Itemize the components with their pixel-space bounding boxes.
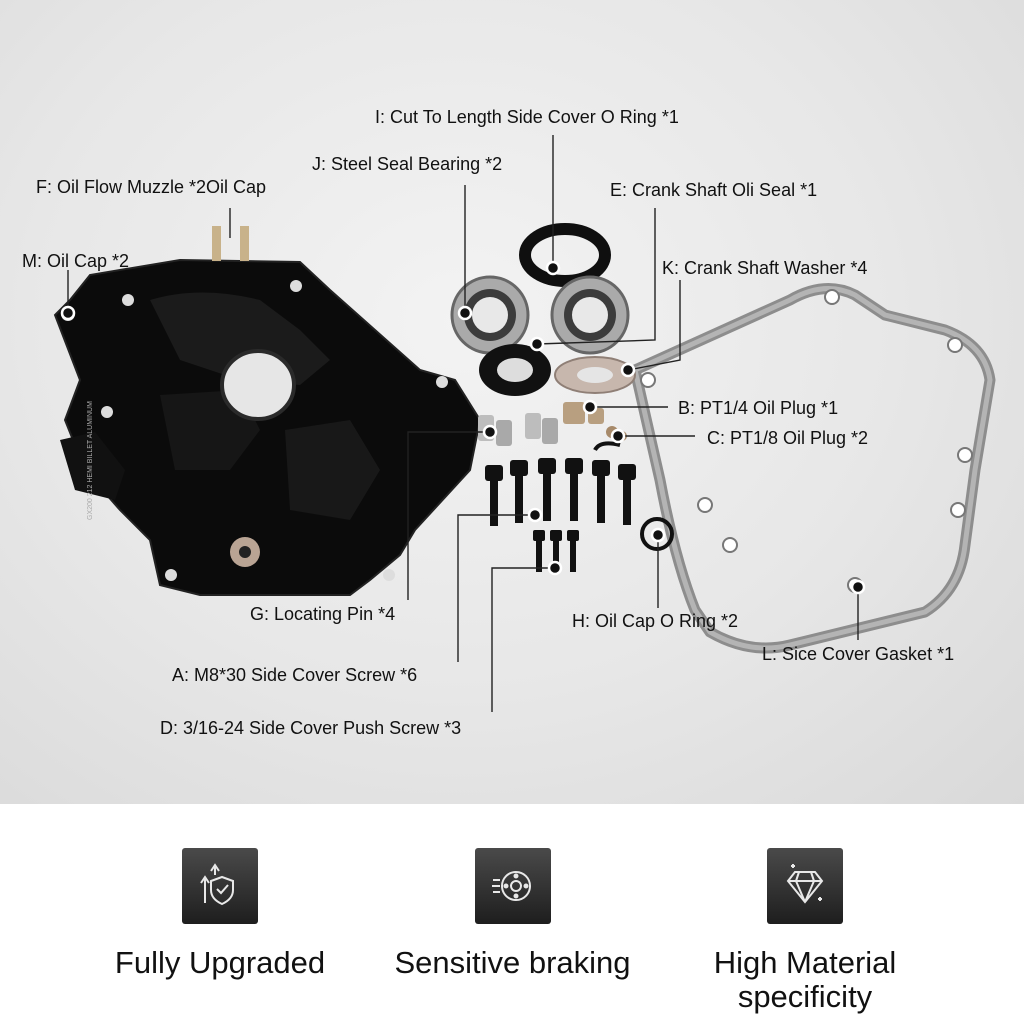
- feature-high-material: High Material specificity: [690, 848, 920, 1014]
- diamond-icon: [767, 848, 843, 924]
- label-e-oil-seal: E: Crank Shaft Oli Seal *1: [610, 180, 818, 200]
- brake-disc-icon: [474, 848, 551, 924]
- side-cover-gasket: [629, 283, 996, 654]
- label-k-washer: K: Crank Shaft Washer *4: [662, 258, 868, 278]
- feature-sensitive-braking: Sensitive braking: [380, 848, 645, 980]
- label-j-bearing: J: Steel Seal Bearing *2: [312, 154, 503, 174]
- feature-label-high-material: High Material specificity: [713, 945, 897, 1014]
- label-m-oil-cap: M: Oil Cap *2: [22, 251, 130, 271]
- engraving-line1: GX200 212 HEMI BILLET ALUMINUM: [87, 401, 94, 520]
- label-h-o-ring: H: Oil Cap O Ring *2: [572, 611, 739, 631]
- side-cover-screws: [485, 458, 636, 526]
- callout-dots: [60, 260, 866, 595]
- side-cover-plate: GX200 212 HEMI BILLET ALUMINUM: [53, 226, 482, 596]
- feature-fully-upgraded: Fully Upgraded: [100, 848, 340, 980]
- parts-diagram-panel: GX200 212 HEMI BILLET ALUMINUM: [0, 0, 1024, 804]
- label-l-gasket: L: Sice Cover Gasket *1: [762, 644, 955, 664]
- leader-lines: [67, 135, 859, 712]
- label-f-oil-flow-muzzle: F: Oil Flow Muzzle *2Oil Cap: [36, 177, 267, 197]
- label-a-side-cover-screw: A: M8*30 Side Cover Screw *6: [172, 665, 418, 685]
- feature-label-sensitive-braking: Sensitive braking: [394, 945, 631, 980]
- upgrade-shield-icon: [182, 848, 258, 924]
- feature-strip: Fully Upgraded Sensitive braking: [0, 804, 1024, 1024]
- label-i-o-ring: I: Cut To Length Side Cover O Ring *1: [375, 107, 679, 127]
- crank-shaft-washers: [554, 356, 636, 394]
- parts-illustration: GX200 212 HEMI BILLET ALUMINUM: [53, 135, 996, 712]
- label-b-oil-plug: B: PT1/4 Oil Plug *1: [678, 398, 839, 418]
- push-screws: [533, 530, 579, 572]
- crank-shaft-oil-seal: [479, 344, 551, 396]
- label-d-push-screw: D: 3/16-24 Side Cover Push Screw *3: [160, 718, 462, 738]
- feature-label-fully-upgraded: Fully Upgraded: [114, 945, 326, 980]
- label-c-oil-plug: C: PT1/8 Oil Plug *2: [707, 428, 869, 448]
- oil-cap-o-ring: [593, 441, 674, 551]
- label-g-locating-pin: G: Locating Pin *4: [250, 604, 396, 624]
- steel-seal-bearings: [450, 275, 630, 355]
- side-cover-o-ring: [519, 223, 611, 287]
